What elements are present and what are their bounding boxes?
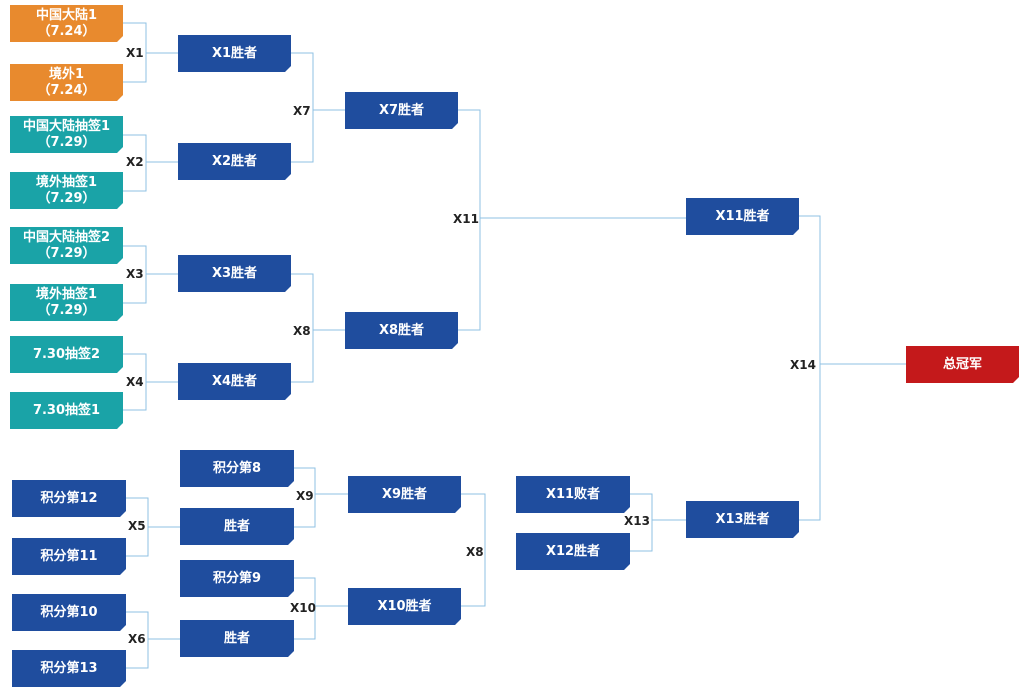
seed-points-12: 积分第12: [12, 480, 126, 517]
seed-cn-draw-1: 中国大陆抽签1（7.29）: [10, 116, 123, 153]
seed-points-10: 积分第10: [12, 594, 126, 631]
x9-winner: X9胜者: [348, 476, 461, 513]
seed-points-9: 积分第9: [180, 560, 294, 597]
connector-x1: [123, 22, 178, 83]
connector-x11: [458, 109, 686, 331]
x1-winner: X1胜者: [178, 35, 291, 72]
x11-loser: X11败者: [516, 476, 630, 513]
x13-winner: X13胜者: [686, 501, 799, 538]
connector-x13: [630, 493, 686, 552]
connector-x7: [291, 52, 345, 163]
connector-x10: [294, 577, 348, 640]
match-label-x5: X5: [128, 519, 146, 533]
connector-x9: [294, 467, 348, 528]
match-label-x8-lower: X8: [466, 545, 484, 559]
connector-x3: [123, 245, 178, 304]
x6-winner: 胜者: [180, 620, 294, 657]
x3-winner: X3胜者: [178, 255, 291, 292]
x11-winner: X11胜者: [686, 198, 799, 235]
x12-winner: X12胜者: [516, 533, 630, 570]
x2-winner: X2胜者: [178, 143, 291, 180]
connector-x5: [126, 497, 180, 557]
match-label-x3: X3: [126, 267, 144, 281]
x8-winner: X8胜者: [345, 312, 458, 349]
seed-overseas-draw-1b: 境外抽签1（7.29）: [10, 284, 123, 321]
match-label-x8-upper: X8: [293, 324, 311, 338]
connector-x6: [126, 611, 180, 669]
x4-winner: X4胜者: [178, 363, 291, 400]
connector-x8-upper: [291, 273, 345, 383]
connector-x8-lower: [461, 493, 486, 607]
seed-cn-draw-2: 中国大陆抽签2（7.29）: [10, 227, 123, 264]
seed-overseas-draw-1a: 境外抽签1（7.29）: [10, 172, 123, 209]
seed-points-11: 积分第11: [12, 538, 126, 575]
seed-points-8: 积分第8: [180, 450, 294, 487]
match-label-x10: X10: [290, 601, 316, 615]
connector-x4: [123, 353, 178, 411]
seed-cn-mainland-1: 中国大陆1（7.24）: [10, 5, 123, 42]
match-label-x14: X14: [790, 358, 816, 372]
match-label-x7: X7: [293, 104, 311, 118]
seed-730-draw-2: 7.30抽签2: [10, 336, 123, 373]
match-label-x9: X9: [296, 489, 314, 503]
match-label-x13: X13: [624, 514, 650, 528]
match-label-x6: X6: [128, 632, 146, 646]
x7-winner: X7胜者: [345, 92, 458, 129]
match-label-x2: X2: [126, 155, 144, 169]
seed-overseas-1: 境外1（7.24）: [10, 64, 123, 101]
seed-730-draw-1: 7.30抽签1: [10, 392, 123, 429]
x10-winner: X10胜者: [348, 588, 461, 625]
champion: 总冠军: [906, 346, 1019, 383]
match-label-x1: X1: [126, 46, 144, 60]
connector-x14: [799, 215, 906, 521]
match-label-x11: X11: [453, 212, 479, 226]
seed-points-13: 积分第13: [12, 650, 126, 687]
connector-x2: [123, 134, 178, 192]
x5-winner: 胜者: [180, 508, 294, 545]
match-label-x4: X4: [126, 375, 144, 389]
